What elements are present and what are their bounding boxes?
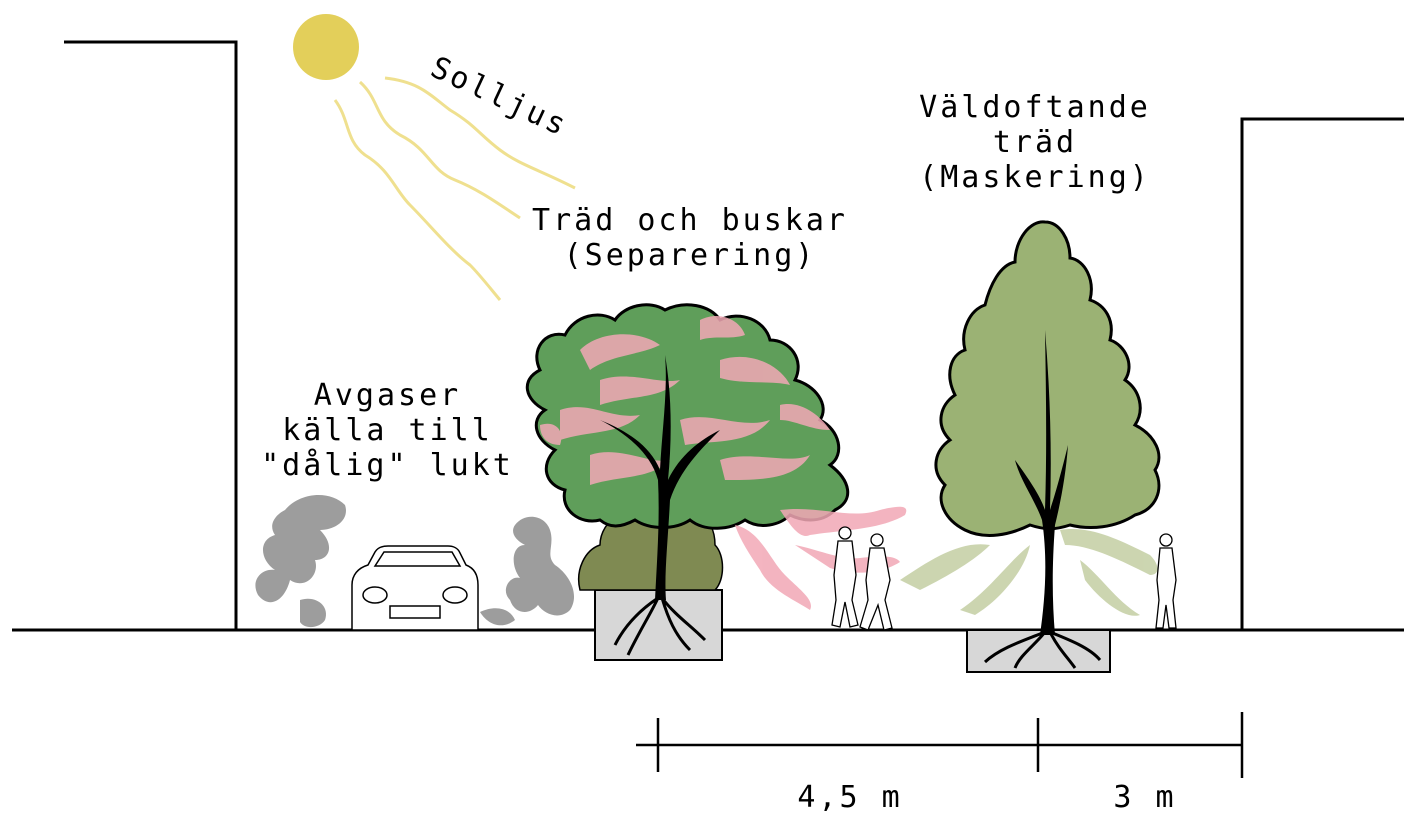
trees-shrubs-line1: Träd och buskar [532,203,848,238]
left-building [64,40,238,630]
scented-trees-line2: träd [992,125,1078,160]
car-icon [351,545,479,631]
tree-roots-left [613,596,707,656]
exhaust-label: Avgaser källa till "dålig" lukt [250,378,525,483]
pedestrians-icon [831,526,1177,631]
dimension-lines [636,712,1244,778]
tree-trunk-right [1015,330,1068,635]
trees-shrubs-label: Träd och buskar (Separering) [520,203,860,273]
exhaust-line2: källa till [282,413,493,448]
scented-trees-line3: (Maskering) [919,160,1151,195]
exhaust-line3: "dålig" lukt [261,448,514,483]
tree-trunk-left [600,355,720,600]
scented-trees-line1: Väldoftande [919,90,1151,125]
tree-roots-right [983,630,1102,669]
dimension-left-label: 4,5 m [797,780,903,815]
scented-trees-label: Väldoftande träd (Maskering) [900,90,1170,195]
planter-left [594,589,723,661]
exhaust-line1: Avgaser [313,378,462,413]
planter-right [966,629,1111,673]
sun-rays-icon [333,76,576,301]
dimension-right-label: 3 m [1113,780,1177,815]
scent-streams [900,529,1158,616]
sun-icon [293,14,359,80]
trees-shrubs-line2: (Separering) [563,238,817,273]
right-building [1240,117,1404,630]
exhaust-cloud-icon [255,494,575,628]
